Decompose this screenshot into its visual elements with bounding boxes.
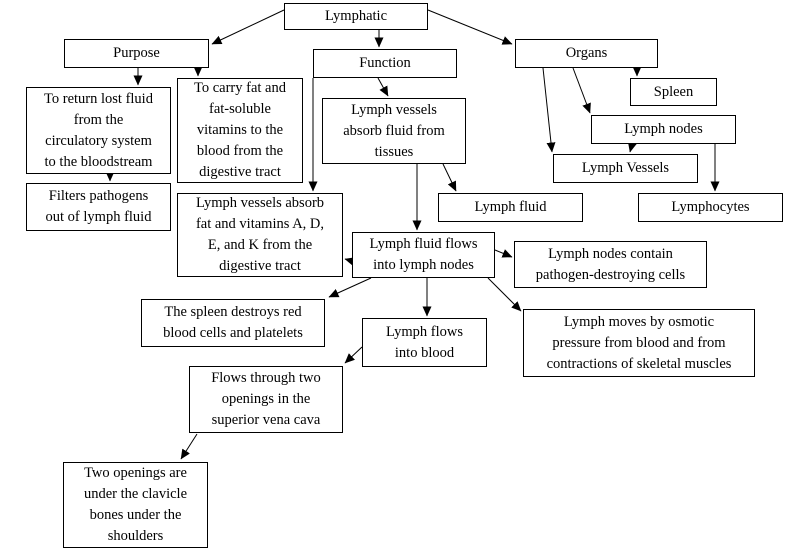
node-label-filters: Filters pathogens out of lymph fluid [45, 188, 152, 225]
arrow-fluid-flows-nodes-to-vessels-absorb-fat [344, 257, 356, 266]
node-label-lymphatic: Lymphatic [324, 8, 387, 24]
node-nodes-contain[interactable]: Lymph nodes contain pathogen-destroying … [514, 241, 707, 288]
node-label-lymphocytes: Lymphocytes [671, 199, 750, 215]
node-label-lymph-vessels: Lymph Vessels [581, 160, 670, 176]
node-label-lymph-fluid: Lymph fluid [474, 199, 547, 215]
arrow-flows-into-blood-to-flows-through [344, 346, 363, 364]
arrow-lymphatic-to-purpose [211, 9, 285, 45]
arrow-lymph-nodes-to-lymph-vessels [627, 141, 637, 153]
node-filters[interactable]: Filters pathogens out of lymph fluid [26, 183, 171, 231]
node-label-to-return: To return lost fluid from the circulator… [44, 90, 153, 170]
node-label-flows-into-blood: Lymph flows into blood [386, 323, 463, 361]
node-label-to-carry: To carry fat and fat-soluble vitamins to… [194, 80, 286, 180]
node-label-two-openings: Two openings are under the clavicle bone… [83, 465, 188, 544]
node-label-organs: Organs [565, 45, 608, 61]
node-lymph-moves[interactable]: Lymph moves by osmotic pressure from blo… [523, 309, 755, 377]
node-label-lymph-moves: Lymph moves by osmotic pressure from blo… [546, 313, 732, 372]
node-lymph-nodes[interactable]: Lymph nodes [591, 115, 736, 144]
node-function[interactable]: Function [313, 49, 457, 78]
node-label-fluid-flows-nodes: Lymph fluid flows into lymph nodes [369, 236, 478, 273]
node-label-spleen: Spleen [653, 83, 694, 100]
node-flows-into-blood[interactable]: Lymph flows into blood [362, 318, 487, 367]
node-lymph-vessels[interactable]: Lymph Vessels [553, 154, 698, 183]
arrow-fluid-flows-nodes-to-nodes-contain [494, 249, 513, 258]
node-label-flows-through: Flows through two openings in the superi… [211, 370, 321, 428]
arrow-organs-to-lymph-nodes [572, 67, 591, 114]
node-lymphocytes[interactable]: Lymphocytes [638, 193, 783, 222]
arrow-fluid-flows-nodes-to-spleen-destroys [328, 277, 372, 298]
node-spleen[interactable]: Spleen [630, 78, 717, 106]
node-vessels-absorb-fat[interactable]: Lymph vessels absorb fat and vitamins A,… [177, 193, 343, 277]
arrow-flows-through-to-two-openings [180, 433, 198, 460]
node-label-lymph-nodes: Lymph nodes [624, 121, 703, 137]
node-purpose[interactable]: Purpose [64, 39, 209, 68]
node-organs[interactable]: Organs [515, 39, 658, 68]
arrow-organs-to-lymph-vessels [542, 67, 556, 153]
node-lymph-fluid[interactable]: Lymph fluid [438, 193, 583, 222]
node-vessels-absorb-fluid[interactable]: Lymph vessels absorb fluid from tissues [322, 98, 466, 164]
arrow-function-to-vessels-absorb-fluid [377, 77, 389, 97]
node-two-openings[interactable]: Two openings are under the clavicle bone… [63, 462, 208, 548]
node-fluid-flows-nodes[interactable]: Lymph fluid flows into lymph nodes [352, 232, 495, 278]
node-label-vessels-absorb-fluid: Lymph vessels absorb fluid from tissues [343, 101, 445, 160]
node-label-spleen-destroys: The spleen destroys red blood cells and … [163, 304, 303, 341]
node-label-function: Function [359, 55, 411, 71]
node-flows-through[interactable]: Flows through two openings in the superi… [189, 366, 343, 433]
arrow-vessels-absorb-fluid-to-lymph-fluid [442, 163, 457, 192]
node-to-carry[interactable]: To carry fat and fat-soluble vitamins to… [177, 78, 303, 183]
node-lymphatic[interactable]: Lymphatic [284, 3, 428, 30]
node-label-purpose: Purpose [113, 45, 160, 61]
node-label-nodes-contain: Lymph nodes contain pathogen-destroying … [535, 245, 686, 283]
arrow-lymphatic-to-organs [427, 9, 513, 45]
node-label-vessels-absorb-fat: Lymph vessels absorb fat and vitamins A,… [195, 195, 325, 274]
node-to-return[interactable]: To return lost fluid from the circulator… [26, 87, 171, 174]
node-spleen-destroys[interactable]: The spleen destroys red blood cells and … [141, 299, 325, 347]
